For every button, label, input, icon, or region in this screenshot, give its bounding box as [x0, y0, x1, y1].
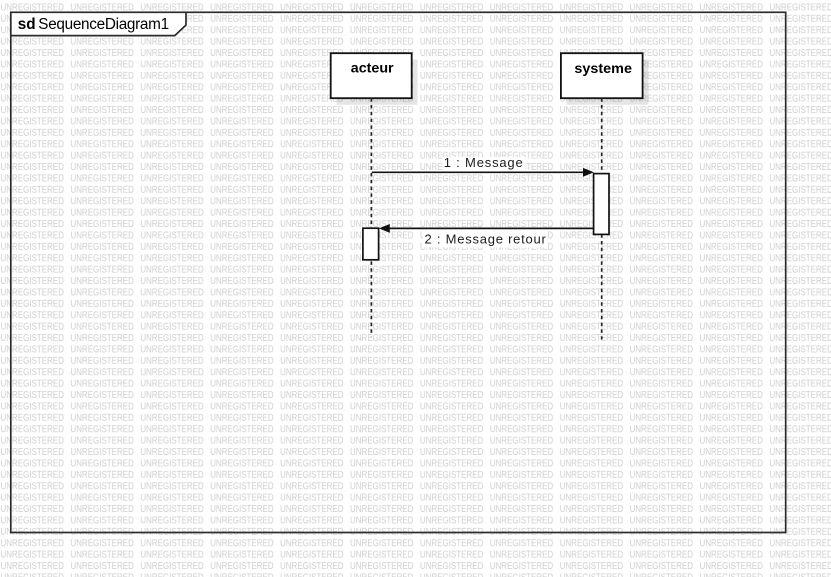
svg-text:SequenceDiagram1: SequenceDiagram1 — [38, 16, 169, 33]
svg-text:acteur: acteur — [351, 60, 394, 76]
svg-text:1 : Message: 1 : Message — [444, 155, 523, 170]
svg-text:systeme: systeme — [574, 60, 632, 76]
svg-text:sd: sd — [18, 16, 36, 33]
svg-text:2 : Message retour: 2 : Message retour — [425, 231, 547, 246]
